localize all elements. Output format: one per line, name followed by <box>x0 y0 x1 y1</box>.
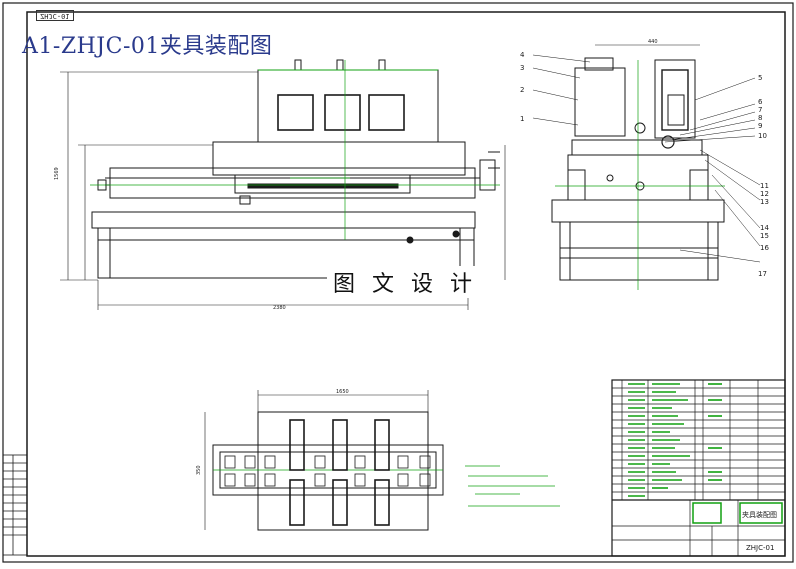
corner-drawing-tag: ZHJC-01 <box>36 10 74 21</box>
callout-13: 13 <box>760 198 769 206</box>
callout-6: 6 <box>758 98 763 106</box>
callout-3: 3 <box>520 64 524 72</box>
bom-green-entries <box>628 383 722 497</box>
left-side-table <box>2 454 28 556</box>
callout-4: 4 <box>520 51 525 59</box>
inner-frame <box>26 11 786 557</box>
callout-17: 17 <box>758 270 767 278</box>
side-view <box>532 44 761 290</box>
callout-8: 8 <box>758 114 762 122</box>
callout-10: 10 <box>758 132 767 140</box>
dim-bottom-width: 1650 <box>336 389 349 395</box>
watermark-text: 图 文 设 计 <box>327 266 483 298</box>
dim-top-height: 1569 <box>54 167 60 180</box>
dim-bottom-height: 350 <box>196 465 202 475</box>
dim-top-width: 2380 <box>273 305 286 311</box>
title-block <box>611 379 786 557</box>
technical-requirements <box>465 465 560 507</box>
callout-1: 1 <box>520 115 524 123</box>
drawing-number-text: ZHJC-01 <box>746 544 774 552</box>
callout-15: 15 <box>760 232 769 240</box>
callout-12: 12 <box>760 190 769 198</box>
front-view <box>60 59 506 310</box>
callout-9: 9 <box>758 122 762 130</box>
plan-view <box>204 390 444 531</box>
callout-7: 7 <box>758 106 762 114</box>
callout-labels: 1 2 3 4 5 6 7 8 9 10 11 12 13 14 15 16 1… <box>520 51 769 278</box>
drawing-title: A1-ZHJC-01夹具装配图 <box>22 34 273 59</box>
callout-5: 5 <box>758 74 762 82</box>
part-name-text: 夹具装配图 <box>742 510 777 519</box>
dim-side-top: 440 <box>648 39 658 45</box>
part-name-box <box>739 502 783 524</box>
callout-11: 11 <box>760 182 769 190</box>
designer-stamp <box>692 502 722 524</box>
callout-14: 14 <box>760 224 769 232</box>
callout-16: 16 <box>760 244 769 252</box>
callout-2: 2 <box>520 86 524 94</box>
